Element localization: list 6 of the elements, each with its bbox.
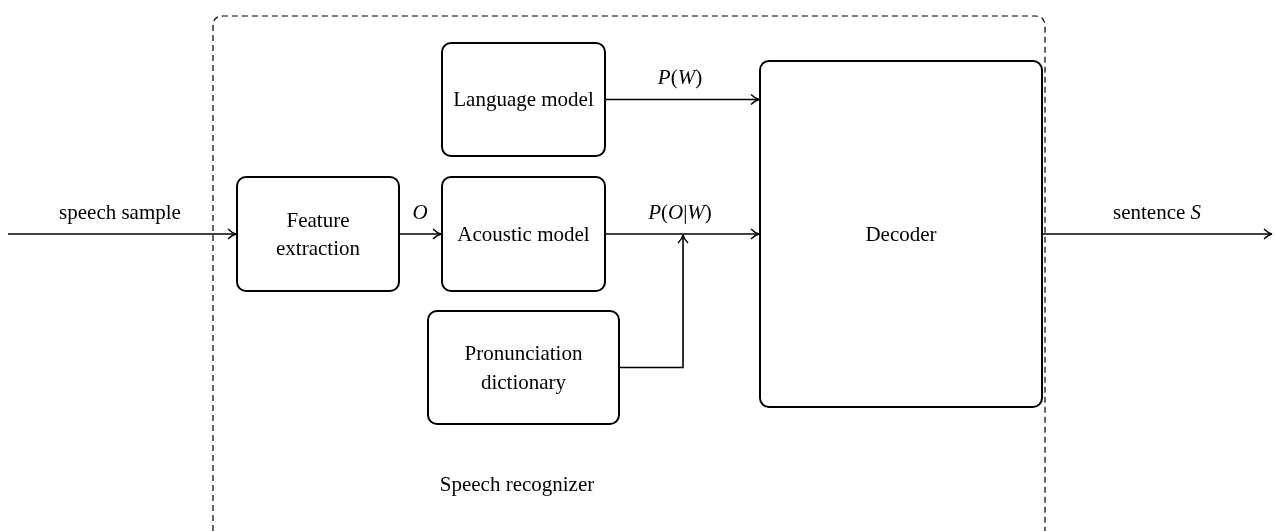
decoder-box: Decoder: [759, 60, 1043, 408]
process-box: Pronunciation dictionary: [427, 310, 620, 425]
process-box: Acoustic model: [441, 176, 606, 292]
process-box: Language model: [441, 42, 606, 157]
group-label: Speech recognizer: [438, 471, 596, 498]
process-box: Feature extraction: [236, 176, 400, 292]
